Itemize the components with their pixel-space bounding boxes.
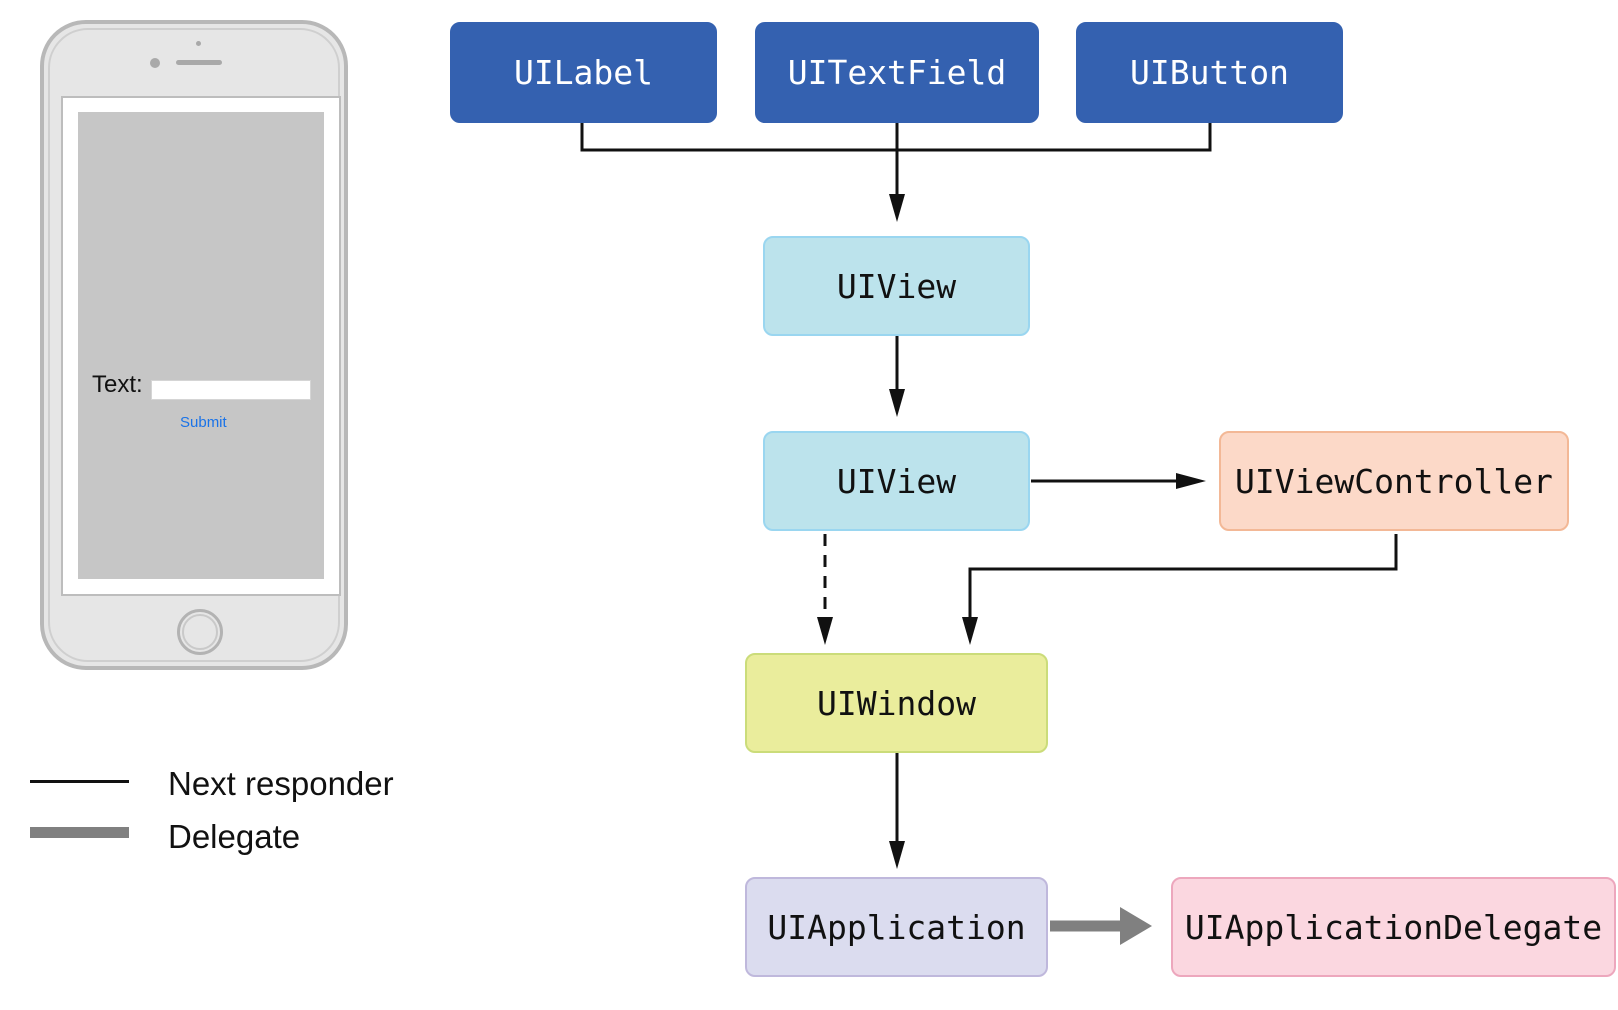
arrowhead-into-uiview-top <box>889 194 905 222</box>
arrowhead-vc-into-uiwindow <box>962 617 978 645</box>
screen-text-field <box>151 380 311 400</box>
phone-camera <box>150 58 160 68</box>
screen-text-label: Text: <box>92 371 143 398</box>
arrowhead-dashed-into-uiwindow <box>817 617 833 645</box>
arrowhead-into-uiview-bottom <box>889 389 905 417</box>
phone-home-button-ring <box>182 614 218 650</box>
phone-speaker <box>176 60 222 65</box>
legend-next-responder-label: Next responder <box>168 765 394 802</box>
legend-delegate-label: Delegate <box>168 818 301 855</box>
connector-uilabel-uiview <box>580 121 898 152</box>
phone-sensor <box>196 41 201 46</box>
connector-uiviewcontroller-uiwindow <box>968 534 1398 620</box>
arrowhead-into-uiapplication <box>889 841 905 869</box>
node-uiapplicationdelegate: UIApplicationDelegate <box>1171 877 1616 977</box>
phone-screen <box>78 112 324 579</box>
legend-next-responder-swatch <box>30 780 129 783</box>
node-uiview-bottom: UIView <box>763 431 1030 531</box>
screen-submit-button: Submit <box>180 414 227 431</box>
arrowhead-into-uiviewcontroller <box>1176 473 1206 489</box>
node-uilabel: UILabel <box>450 22 717 123</box>
node-uiwindow: UIWindow <box>745 653 1048 753</box>
node-uiapplication: UIApplication <box>745 877 1048 977</box>
node-uiviewcontroller: UIViewController <box>1219 431 1569 531</box>
node-uibutton: UIButton <box>1076 22 1343 123</box>
arrowhead-into-uiapplicationdelegate <box>1120 907 1152 945</box>
connector-uibutton-uiview <box>896 121 1212 152</box>
node-uitextfield: UITextField <box>755 22 1039 123</box>
node-uiview-top: UIView <box>763 236 1030 336</box>
legend-delegate-swatch <box>30 827 129 838</box>
